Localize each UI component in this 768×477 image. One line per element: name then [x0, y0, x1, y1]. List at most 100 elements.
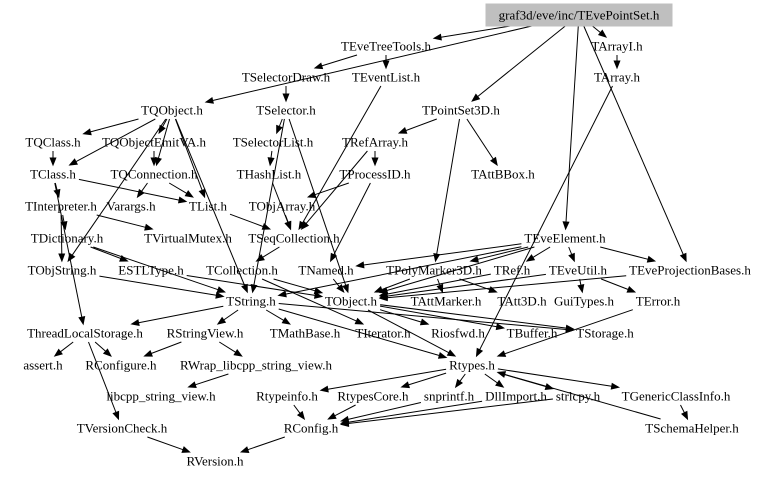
node-tqclass-h[interactable]: TQClass.h [25, 135, 81, 150]
node-tnamed-h[interactable]: TNamed.h [298, 263, 354, 278]
edge-tqobject-h-to-tclass-h [68, 118, 156, 166]
node-rwrap-libcpp-string-view-h[interactable]: RWrap_libcpp_string_view.h [180, 358, 333, 373]
node-teventlist-h[interactable]: TEventList.h [352, 70, 421, 85]
node-tevetreetools-h[interactable]: TEveTreeTools.h [341, 39, 431, 54]
node-tvirtualmutex-h[interactable]: TVirtualMutex.h [144, 231, 232, 246]
node-guitypes-h[interactable]: GuiTypes.h [554, 294, 615, 309]
edge-teveutil-h-to-guitypes-h [577, 278, 585, 294]
node-titerator-h[interactable]: TIterator.h [355, 326, 411, 341]
edge-tselectordraw-h-to-tselector-h [282, 86, 290, 103]
node-snprintf-h[interactable]: snprintf.h [424, 389, 475, 404]
node-tarrayi-h[interactable]: TArrayI.h [591, 39, 643, 54]
edge-tstring-h-to-rtypes-h [278, 308, 448, 359]
node-tclass-h[interactable]: TClass.h [30, 167, 76, 182]
edge-tinterpreter-h-to-tobjstring-h [58, 214, 66, 263]
edge-strlcpy-h-to-rconfig-h [339, 398, 553, 427]
node-varargs-h[interactable]: Varargs.h [106, 199, 156, 214]
node-rversion-h[interactable]: RVersion.h [186, 454, 244, 469]
edge-tcollection-h-to-titerator-h [261, 278, 365, 325]
edge-rtypes-h-to-rtypeinfo-h [319, 368, 447, 393]
edge-tqconnection-h-to-varargs-h [136, 182, 148, 199]
dependency-edges [49, 23, 689, 453]
node-trefarray-h[interactable]: TRefArray.h [342, 135, 408, 150]
node-tstorage-h[interactable]: TStorage.h [576, 326, 634, 341]
node-tselectorlist-h[interactable]: TSelectorList.h [233, 135, 314, 150]
node-tobjstring-h[interactable]: TObjString.h [28, 263, 97, 278]
edge-tpointset3d-h-to-tattbbox-h [466, 118, 498, 167]
edge-tstring-h-to-tmathbase-h [265, 309, 291, 325]
node-tobject-h[interactable]: TObject.h [325, 294, 378, 309]
node-strlcpy-h[interactable]: strlcpy.h [556, 389, 601, 404]
node-tattbbox-h[interactable]: TAttBBox.h [471, 167, 535, 182]
node-tqobjectemitva-h[interactable]: TQObjectEmitVA.h [102, 135, 207, 150]
node-tpointset3d-h[interactable]: TPointSet3D.h [422, 103, 500, 118]
edge-rtypeinfo-h-to-rconfig-h [293, 404, 306, 421]
edge-tarray-h-to-rtypes-h [475, 85, 613, 358]
edge-graf3d-eve-inc-tevepointset-h-to-teveprojectionbases-h [582, 23, 687, 263]
edge-tseqcollection-h-to-tcollection-h [255, 246, 280, 262]
edge-threadlocalstorage-h-to-assert-h [53, 341, 74, 357]
node-riosfwd-h[interactable]: Riosfwd.h [431, 326, 485, 341]
node-assert-h[interactable]: assert.h [23, 358, 63, 373]
edge-tpolymarker3d-h-to-tattmarker-h [436, 278, 444, 294]
node-terror-h[interactable]: TError.h [636, 294, 681, 309]
node-tstring-h[interactable]: TString.h [226, 294, 276, 309]
node-rconfig-h[interactable]: RConfig.h [284, 421, 339, 436]
edge-tstring-h-to-rstringview-h [216, 309, 239, 325]
node-teveelement-h[interactable]: TEveElement.h [524, 231, 606, 246]
node-tseqcollection-h[interactable]: TSeqCollection.h [248, 231, 340, 246]
node-thashlist-h[interactable]: THashList.h [237, 167, 302, 182]
node-tlist-h[interactable]: TList.h [189, 199, 227, 214]
node-tmathbase-h[interactable]: TMathBase.h [270, 326, 341, 341]
node-rtypes-h[interactable]: Rtypes.h [449, 358, 495, 373]
node-libcpp-string-view-h[interactable]: libcpp_string_view.h [106, 389, 216, 404]
node-tdictionary-h[interactable]: TDictionary.h [31, 231, 104, 246]
edge-rtypes-h-to-snprintf-h [454, 373, 466, 389]
node-graf3d-eve-inc-tevepointset-h[interactable]: graf3d/eve/inc/TEvePointSet.h [499, 8, 660, 23]
edge-teveutil-h-to-terror-h [601, 278, 637, 293]
node-tatt3d-h[interactable]: TAtt3D.h [497, 294, 547, 309]
edge-rstringview-h-to-rwrap-libcpp-string-view-h [219, 341, 243, 357]
node-tselector-h[interactable]: TSelector.h [256, 103, 316, 118]
node-tprocessid-h[interactable]: TProcessID.h [339, 167, 411, 182]
edge-tobjarray-h-to-tseqcollection-h [284, 214, 292, 231]
edge-tinterpreter-h-to-tdictionary-h [60, 214, 68, 231]
edge-rconfig-h-to-rversion-h [239, 436, 285, 453]
node-rtypeinfo-h[interactable]: Rtypeinfo.h [256, 389, 318, 404]
node-tbuffer-h[interactable]: TBuffer.h [507, 326, 558, 341]
edge-tinterpreter-h-to-tvirtualmutex-h [96, 214, 154, 231]
edge-tstring-h-to-threadlocalstorage-h [130, 305, 224, 327]
node-estltype-h[interactable]: ESTLType.h [118, 263, 184, 278]
node-tinterpreter-h[interactable]: TInterpreter.h [25, 199, 97, 214]
edge-tversioncheck-h-to-rversion-h [147, 436, 191, 453]
edge-rtypes-h-to-dllimport-h [484, 373, 505, 388]
edge-teveprojectionbases-h-to-tobject-h [378, 275, 627, 302]
node-tarray-h[interactable]: TArray.h [594, 70, 641, 85]
edge-tqobject-h-to-tlist-h [174, 118, 206, 199]
node-tqobject-h[interactable]: TQObject.h [141, 103, 203, 118]
edge-tpolymarker3d-h-to-tobject-h [373, 278, 411, 293]
node-teveutil-h[interactable]: TEveUtil.h [549, 263, 608, 278]
node-tschemahelper-h[interactable]: TSchemaHelper.h [645, 421, 739, 436]
edge-teveelement-h-to-tref-h [525, 246, 551, 262]
edge-teveelement-h-to-tstring-h [277, 246, 522, 298]
node-tqconnection-h[interactable]: TQConnection.h [110, 167, 198, 182]
node-tcollection-h[interactable]: TCollection.h [206, 263, 278, 278]
node-tattmarker-h[interactable]: TAttMarker.h [411, 294, 482, 309]
edge-tnamed-h-to-tobject-h [332, 278, 345, 294]
node-tselectordraw-h[interactable]: TSelectorDraw.h [242, 70, 331, 85]
node-dllimport-h[interactable]: DllImport.h [485, 389, 547, 404]
node-tversioncheck-h[interactable]: TVersionCheck.h [77, 421, 168, 436]
node-threadlocalstorage-h[interactable]: ThreadLocalStorage.h [27, 326, 143, 341]
node-rtypescore-h[interactable]: RtypesCore.h [337, 389, 409, 404]
node-tgenericclassinfo-h[interactable]: TGenericClassInfo.h [622, 389, 731, 404]
node-rconfigure-h[interactable]: RConfigure.h [85, 358, 157, 373]
edge-tschemahelper-h-to-rtypes-h [496, 371, 661, 420]
edge-tobject-h-to-tbuffer-h [380, 305, 506, 331]
node-teveprojectionbases-h[interactable]: TEveProjectionBases.h [629, 263, 751, 278]
edge-tdictionary-h-to-tstring-h [93, 246, 226, 293]
node-tref-h[interactable]: TRef.h [494, 263, 531, 278]
node-tobjarray-h[interactable]: TObjArray.h [249, 199, 316, 214]
node-rstringview-h[interactable]: RStringView.h [167, 326, 244, 341]
node-tpolymarker3d-h[interactable]: TPolyMarker3D.h [386, 263, 482, 278]
